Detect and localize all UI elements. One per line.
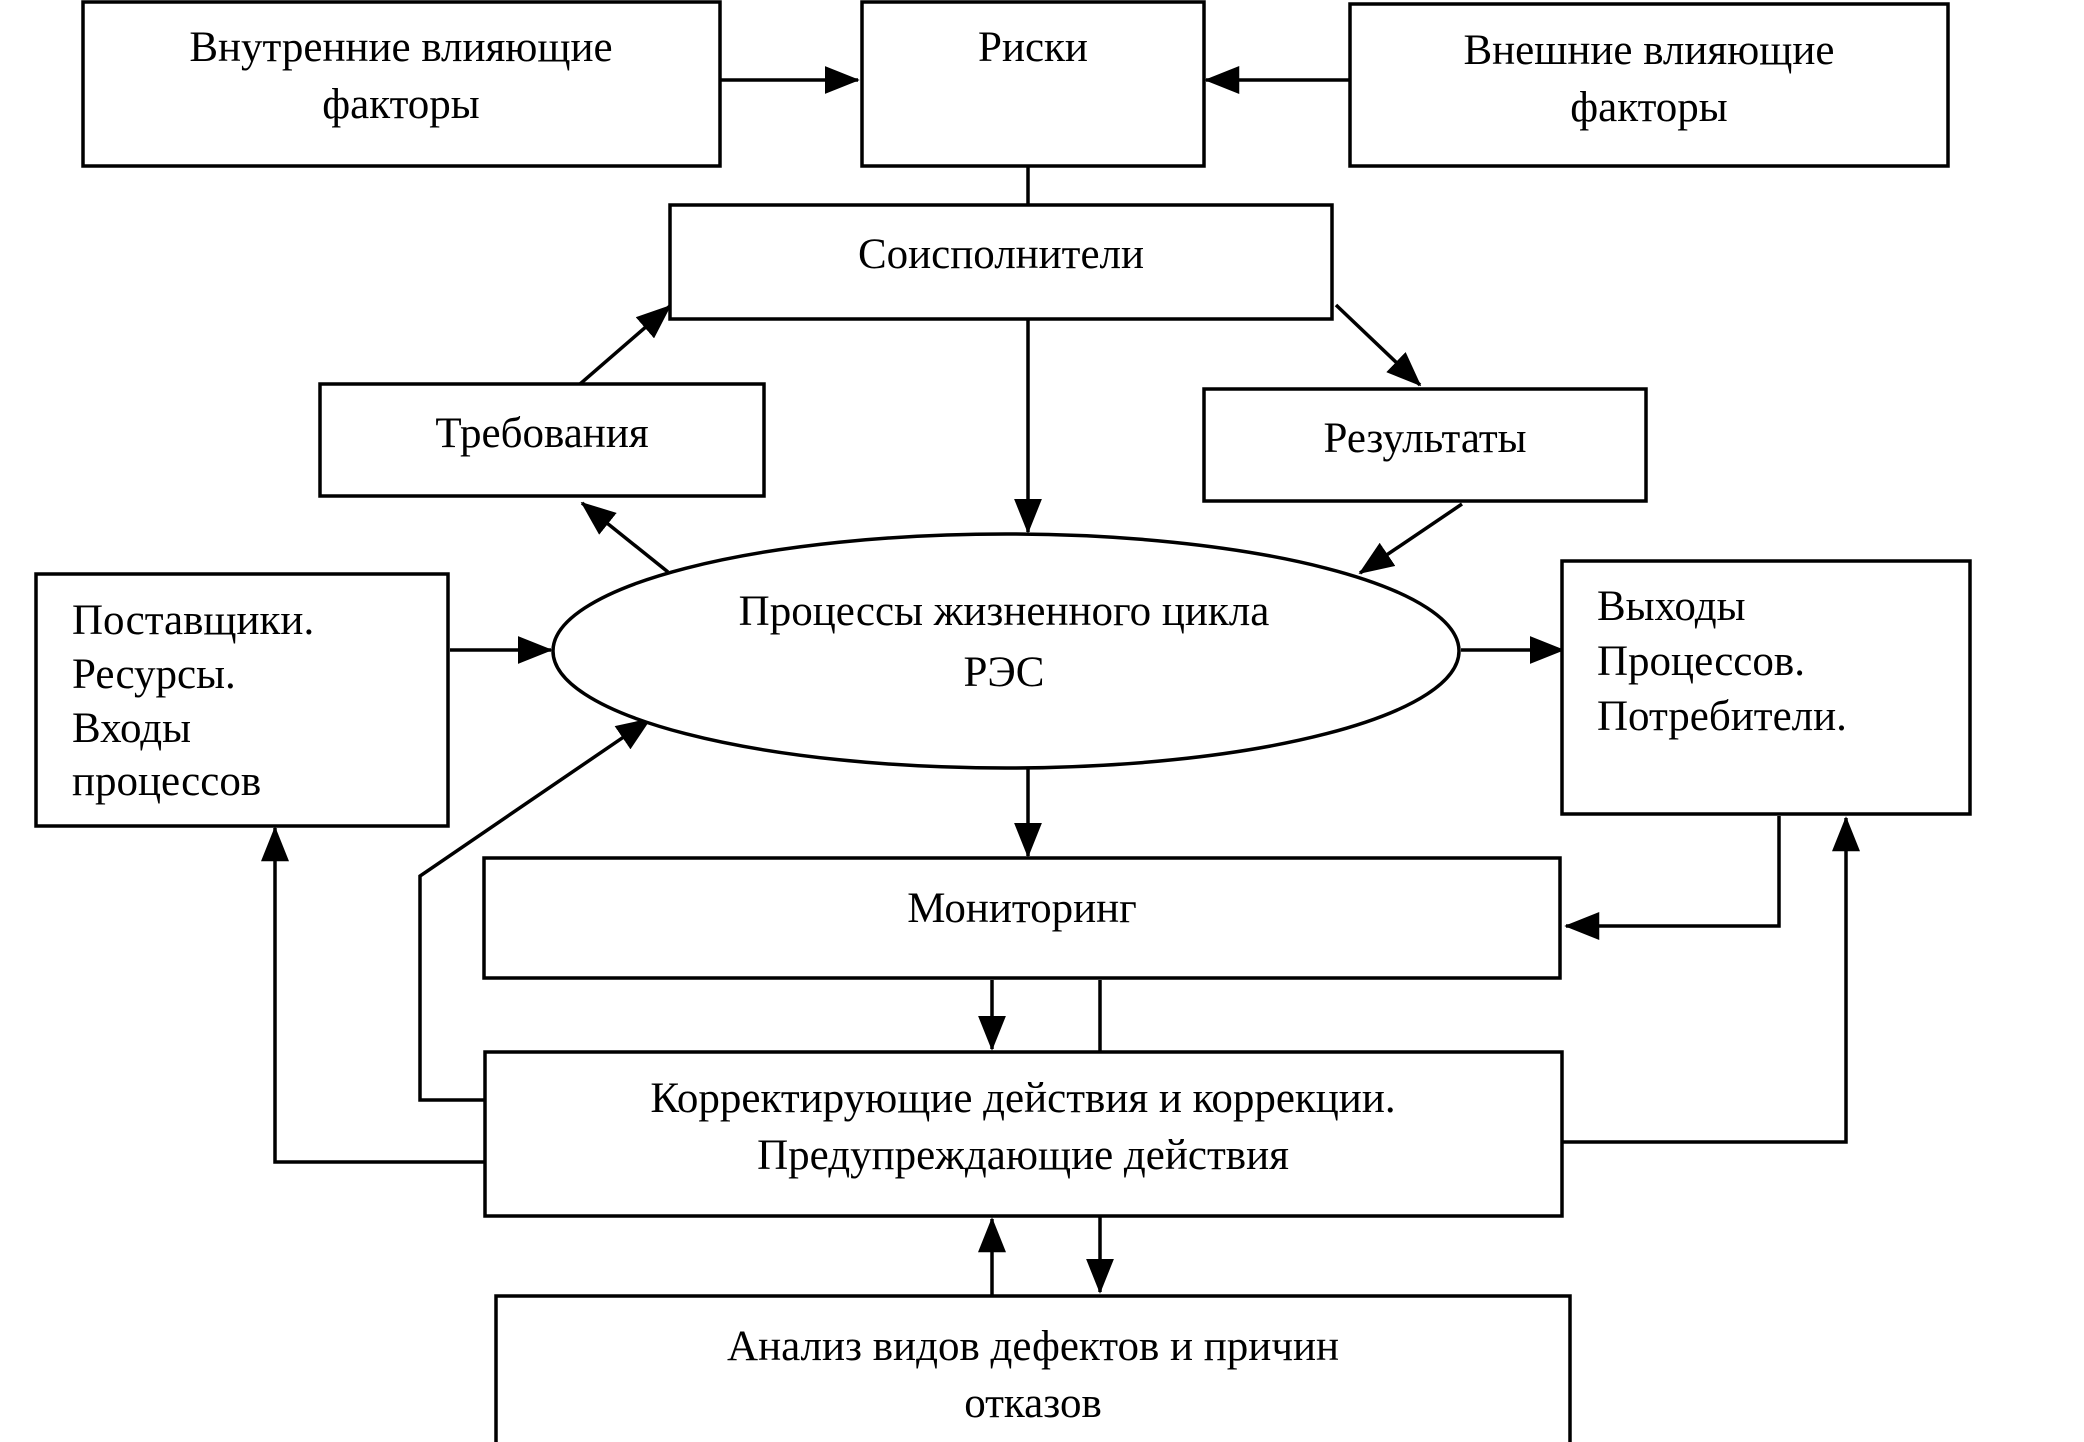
node-analysis-line-1: Анализ видов дефектов и причин — [727, 1323, 1339, 1370]
node-risks-label: Риски — [978, 24, 1088, 71]
node-internal-factors-line-1: Внутренние влияющие — [189, 24, 612, 71]
arrow-corrective-to-suppliers — [261, 826, 485, 1164]
node-risks: Риски — [860, 0, 1206, 168]
arrow-coexecutors-to-results — [1334, 303, 1422, 387]
node-lifecycle-line-2: РЭС — [964, 649, 1045, 696]
node-lifecycle-processes: Процессы жизненного цикла РЭС — [551, 532, 1461, 770]
node-monitoring-label: Мониторинг — [907, 885, 1137, 932]
node-coexecutors: Соисполнители — [668, 203, 1334, 321]
node-internal-factors: Внутренние влияющие факторы — [81, 0, 722, 168]
connectors — [261, 66, 1860, 1296]
node-requirements-label: Требования — [435, 410, 648, 457]
node-corrective-line-2: Предупреждающие действия — [757, 1132, 1289, 1179]
node-suppliers-line-2: Ресурсы. — [72, 651, 236, 698]
node-outputs: Выходы Процессов. Потребители. — [1560, 559, 1972, 816]
node-monitoring: Мониторинг — [482, 856, 1562, 980]
node-outputs-line-1: Выходы — [1597, 583, 1745, 630]
node-outputs-line-2: Процессов. — [1597, 638, 1805, 685]
node-external-factors: Внешние влияющие факторы — [1348, 2, 1950, 168]
node-suppliers-line-4: процессов — [72, 758, 261, 805]
arrow-corrective-to-outputs — [1562, 816, 1860, 1144]
node-outputs-line-3: Потребители. — [1597, 693, 1847, 740]
node-external-factors-line-1: Внешние влияющие — [1463, 27, 1834, 74]
arrow-lifecycle-to-requirements — [580, 501, 670, 574]
node-corrective-actions: Корректирующие действия и коррекции. Пре… — [483, 1050, 1564, 1218]
node-results: Результаты — [1202, 387, 1648, 503]
node-analysis-line-2: отказов — [964, 1380, 1102, 1427]
node-suppliers: Поставщики. Ресурсы. Входы процессов — [34, 572, 450, 828]
node-requirements: Требования — [318, 382, 766, 498]
node-results-label: Результаты — [1323, 415, 1526, 462]
node-coexecutors-label: Соисполнители — [858, 231, 1144, 278]
node-suppliers-line-1: Поставщики. — [72, 597, 314, 644]
arrow-requirements-to-coexecutors — [578, 304, 672, 386]
node-lifecycle-line-1: Процессы жизненного цикла — [739, 588, 1270, 635]
node-external-factors-line-2: факторы — [1570, 84, 1727, 131]
arrow-outputs-to-monitoring — [1564, 816, 1781, 940]
node-internal-factors-line-2: факторы — [322, 81, 479, 128]
arrow-corrective-to-lifecycle — [418, 717, 652, 1102]
node-defect-analysis: Анализ видов дефектов и причин отказов — [494, 1294, 1572, 1442]
node-suppliers-line-3: Входы — [72, 705, 191, 752]
arrow-results-to-lifecycle — [1358, 502, 1463, 575]
node-corrective-line-1: Корректирующие действия и коррекции. — [650, 1075, 1395, 1122]
